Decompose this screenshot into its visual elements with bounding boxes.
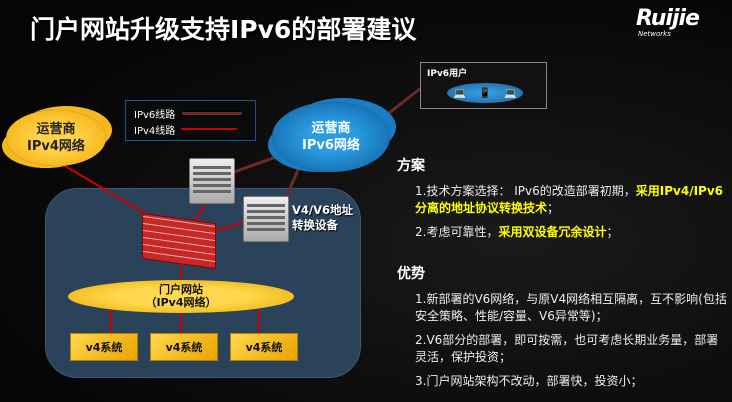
cloud-label: 运营商: [311, 121, 351, 136]
plan-item-1: 1.技术方案选择： IPv6的改造部署初期，采用IPv4/IPv6分离的地址协议…: [415, 183, 727, 217]
v4-system-box: v4系统: [150, 333, 218, 361]
ipv6-line: [379, 86, 422, 122]
logo-brand: Ruijie: [636, 6, 700, 31]
text: 2.考虑可靠性，: [415, 225, 499, 239]
ipv4-isp-cloud: 运营商 IPv4网络: [6, 110, 106, 166]
slide-title: 门户网站升级支持IPv6的部署建议: [30, 15, 417, 44]
text: ；: [547, 201, 560, 215]
router-icon: [189, 158, 235, 204]
portal-sublabel: （IPv4网络）: [145, 296, 217, 309]
nat-device-label: V4/V6地址转换设备: [292, 203, 353, 233]
text: 1.技术方案选择： IPv6的改造部署初期，: [415, 184, 636, 198]
legend-ipv6-label: IPv6线路: [134, 109, 176, 121]
logo-sub: Networks: [638, 30, 671, 38]
text: ；: [606, 225, 619, 239]
v4-system-box: v4系统: [230, 333, 298, 361]
line-legend: IPv6线路 IPv4线路: [125, 100, 256, 141]
ruijie-logo: Ruijie Networks: [636, 8, 716, 40]
nat-label-line: 转换设备: [292, 218, 338, 232]
laptop-icon: 💻: [453, 87, 466, 99]
legend-ipv4-label: IPv4线路: [134, 125, 176, 137]
nat-device-icon: [243, 196, 289, 242]
plan-heading: 方案: [397, 158, 425, 174]
ipv6-isp-cloud: 运营商 IPv6网络: [272, 102, 390, 172]
nat-label-line: V4/V6地址: [292, 203, 354, 217]
ipv6-line-swatch: [181, 110, 244, 116]
portal-website-ellipse: 门户网站（IPv4网络）: [68, 280, 294, 313]
advantage-item: 1.新部署的V6网络，与原V4网络相互隔离，互不影响(包括安全策略、性能/容量、…: [415, 292, 727, 323]
portal-label: 门户网站: [159, 283, 203, 296]
phone-icon: 📱: [478, 87, 492, 99]
user-devices: 💻 📱 💻: [447, 83, 523, 103]
cloud-label: 运营商: [36, 122, 76, 137]
plan-item-2: 2.考虑可靠性，采用双设备冗余设计；: [415, 224, 727, 241]
v4-system-box: v4系统: [70, 333, 138, 361]
ipv4-line-swatch: [181, 128, 238, 130]
cloud-label: IPv6网络: [302, 138, 360, 153]
laptop-icon: 💻: [504, 87, 517, 99]
highlight-text: 采用双设备冗余设计: [498, 225, 607, 239]
ipv4-line: [211, 221, 246, 233]
ipv6-user-box: IPv6用户 💻 📱 💻: [420, 62, 547, 109]
ipv6-line: [284, 164, 302, 199]
advantage-item: 2.V6部分的部署，即可按需，也可考虑长期业务量，部署灵活，保护投资；: [415, 333, 719, 364]
ipv6-user-label: IPv6用户: [427, 69, 468, 79]
advantage-item: 3.门户网站架构不改动，部署快，投资小；: [415, 374, 643, 388]
highlight-text: 采用IPv4/IPv6分离的地址协议转换技术: [415, 184, 724, 215]
text-panel: 方案 1.技术方案选择： IPv6的改造部署初期，采用IPv4/IPv6分离的地…: [397, 155, 727, 397]
cloud-label: IPv4网络: [27, 139, 85, 154]
advantages-heading: 优势: [397, 266, 425, 282]
